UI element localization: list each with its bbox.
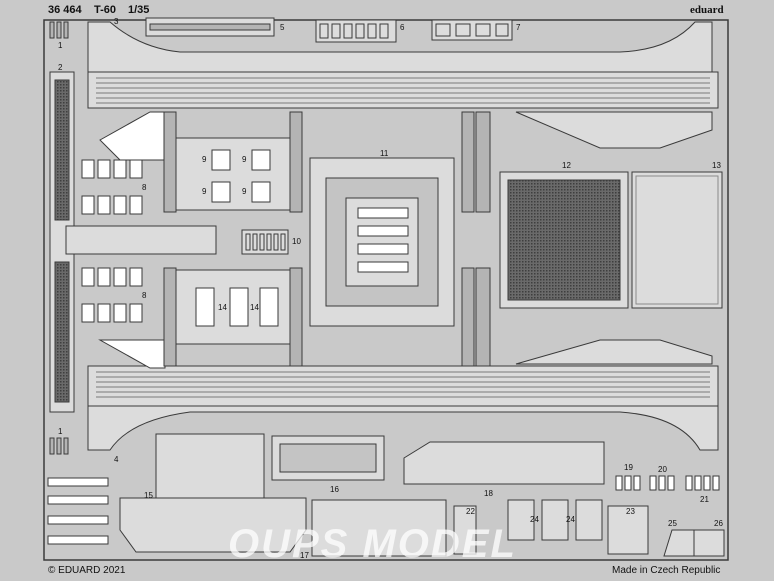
- part-15-top: [155, 433, 265, 499]
- part-9: [211, 149, 271, 203]
- part-20: [649, 475, 675, 491]
- panel-9: [175, 137, 291, 211]
- label-part-18: 18: [484, 489, 493, 498]
- label-part-10: 10: [292, 237, 301, 246]
- label-part-9-c: 9: [202, 187, 207, 196]
- label-part-13: 13: [712, 161, 721, 170]
- label-part-17: 17: [300, 551, 309, 560]
- part-6: [315, 19, 397, 43]
- part-15-bottom: [119, 497, 307, 553]
- ramp-upper-left: [99, 111, 166, 161]
- label-part-25: 25: [668, 519, 677, 528]
- label-part-14-b: 14: [250, 303, 259, 312]
- label-part-9-b: 9: [242, 155, 247, 164]
- label-part-21: 21: [700, 495, 709, 504]
- part-17: [311, 499, 447, 557]
- part-10: [241, 229, 289, 255]
- sheet-code: 36 464: [48, 4, 82, 16]
- part-12-mesh: [507, 179, 621, 301]
- ramp-lower-right: [515, 339, 713, 365]
- part-7: [431, 19, 513, 41]
- scale: 1/35: [128, 4, 150, 16]
- part-11-slots: [357, 207, 409, 273]
- copyright: © EDUARD 2021: [48, 565, 126, 576]
- part-13: [631, 171, 723, 309]
- part-22: [453, 505, 477, 555]
- label-part-14-a: 14: [218, 303, 227, 312]
- label-part-5: 5: [280, 23, 285, 32]
- part-4-fender-bottom: [87, 405, 719, 451]
- label-part-26: 26: [714, 519, 723, 528]
- crossbar-left: [65, 225, 217, 255]
- watermark-text: OUPS MODEL: [228, 522, 517, 566]
- label-part-1-top: 1: [58, 41, 63, 50]
- part-19: [615, 475, 641, 491]
- made-in: Made in Czech Republic: [612, 565, 721, 576]
- part-18: [403, 441, 605, 485]
- part-24: [507, 499, 603, 541]
- part-2-mesh-upper: [54, 79, 70, 221]
- part-14: [195, 287, 279, 327]
- part-1-top: [49, 21, 69, 39]
- part-8-upper: [81, 159, 143, 215]
- label-part-3: 3: [114, 17, 119, 26]
- top-guard-ribs: [96, 77, 710, 104]
- model-name: T-60: [94, 4, 117, 16]
- label-part-24-a: 24: [530, 515, 539, 524]
- part-3-fender-top: [87, 21, 713, 73]
- part-2-mesh-lower: [54, 261, 70, 403]
- label-part-23: 23: [626, 507, 635, 516]
- label-part-22: 22: [466, 507, 475, 516]
- label-part-15: 15: [144, 491, 153, 500]
- part-21: [685, 475, 720, 491]
- label-part-20: 20: [658, 465, 667, 474]
- ramp-lower-left: [98, 339, 166, 369]
- label-part-9-d: 9: [242, 187, 247, 196]
- label-part-4: 4: [114, 455, 119, 464]
- ramp-upper-right: [515, 111, 713, 149]
- label-part-19: 19: [624, 463, 633, 472]
- brand-logo: eduard: [690, 4, 724, 16]
- label-part-9-a: 9: [202, 155, 207, 164]
- small-strips-bottom-left: [47, 477, 109, 545]
- label-part-12: 12: [562, 161, 571, 170]
- label-part-8-upper: 8: [142, 183, 147, 192]
- label-part-8-lower: 8: [142, 291, 147, 300]
- part-23: [607, 505, 649, 555]
- label-part-24-b: 24: [566, 515, 575, 524]
- label-part-16: 16: [330, 485, 339, 494]
- label-part-6: 6: [400, 23, 405, 32]
- part-8-lower: [81, 267, 143, 323]
- label-part-2: 2: [58, 63, 63, 72]
- label-part-7: 7: [516, 23, 521, 32]
- label-part-11: 11: [380, 149, 389, 158]
- part-1-bottom: [49, 437, 69, 455]
- label-part-1-bottom: 1: [58, 427, 63, 436]
- bottom-guard-ribs: [96, 371, 710, 398]
- sprue-connectors: [163, 111, 491, 367]
